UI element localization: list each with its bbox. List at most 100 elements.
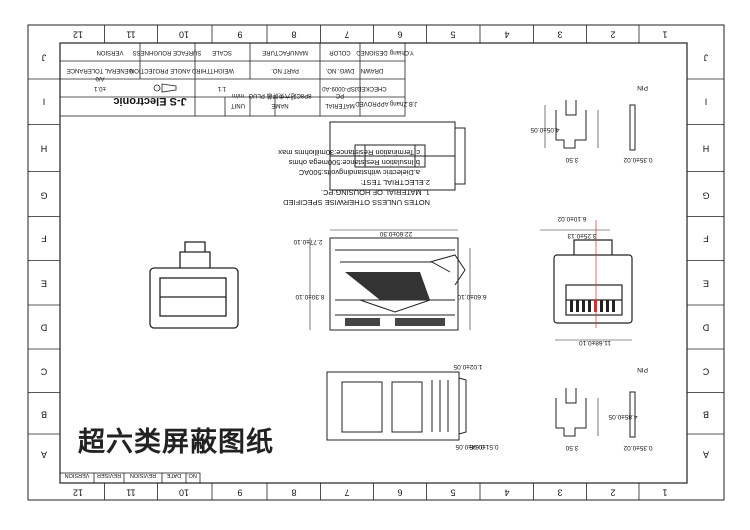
grid-row-label-left: B: [41, 410, 47, 420]
bottom-view: [326, 371, 467, 441]
tb-dwg-value: JSP-0009-A0: [321, 85, 357, 91]
side-view: [309, 229, 471, 331]
rev-reviser: REVISER: [97, 472, 121, 478]
drawing-caption: 超六类屏蔽图纸: [78, 427, 274, 458]
right-front-fins: [570, 300, 615, 312]
tb-tol-value: ±0.1: [94, 85, 106, 91]
grid-row-label-right: A: [703, 450, 709, 460]
tb-color: COLOR: [329, 49, 351, 55]
dim-pitch: 3.25±0.13: [567, 232, 596, 239]
grid-row-label-right: C: [702, 367, 709, 377]
front-view: [149, 241, 239, 329]
tb-drawn: DRAWN: [361, 67, 383, 73]
tb-company: J-S Electronic: [113, 95, 186, 107]
grid-col-label-top: 3: [557, 30, 562, 40]
tb-material: MATERIAL: [325, 102, 355, 108]
note-line: NOTES UNLESS OTHERWISE SPECIFIED: [282, 198, 430, 207]
top-view: [329, 121, 466, 191]
grid-col-label-top: 9: [237, 30, 242, 40]
tb-name-value: 8P8C超六类屏蔽 PLUG: [248, 92, 311, 100]
note-line: a.Dielectric withstandingvolts:500AC: [298, 168, 420, 177]
grid-col-label-bottom: 8: [291, 488, 296, 498]
grid-col-label-top: 4: [504, 30, 509, 40]
grid-col-label-bottom: 6: [397, 488, 402, 498]
grid-row-label-left: G: [40, 191, 47, 201]
rev-no: NO.: [187, 472, 197, 478]
grid-row-label-left: D: [40, 323, 47, 333]
tb-surface: SURFACE ROUGHNESS: [133, 49, 202, 55]
dim-pin-w2: 3.50: [565, 444, 578, 451]
tb-approved-by: J.B.Zhang: [390, 100, 417, 106]
tb-weight: WEIGHT: [210, 67, 234, 73]
rev-version: VERSION: [65, 472, 90, 478]
revision-table: [59, 472, 201, 484]
grid-row-label-left: H: [41, 144, 48, 154]
rev-date: DATE: [167, 472, 182, 478]
revision-labels: VERSION REVISER REVISION DATE NO.: [65, 472, 197, 478]
pin-detail-top: [544, 100, 636, 151]
grid-col-label-bottom: 4: [504, 488, 509, 498]
grid-row-label-right: D: [702, 323, 709, 333]
grid-row-label-right: J: [704, 53, 709, 63]
pin-label-2: PIN: [637, 366, 648, 373]
grid-row-label-left: J: [42, 53, 47, 63]
grid-col-label-bottom: 11: [126, 488, 135, 498]
dim-height: 8.30±0.10: [295, 293, 324, 300]
tb-designed: DESIGNED: [356, 49, 388, 55]
note-line: 2.ELECTRIAL TEST:: [361, 178, 430, 187]
grid-row-label-right: G: [702, 191, 709, 201]
grid-row-label-right: B: [703, 410, 709, 420]
grid-col-label-top: 7: [344, 30, 349, 40]
notes: NOTES UNLESS OTHERWISE SPECIFIED 1. MATE…: [278, 148, 430, 207]
dim-pin-w: 3.50: [565, 156, 578, 163]
dim-body-w: 11.68±0.10: [579, 339, 611, 346]
tb-version-value: A/0: [95, 75, 105, 81]
tb-version: VERSION: [96, 49, 123, 55]
side-view-fill: [345, 272, 445, 326]
dim-front-h: 6.60±0.10: [457, 293, 486, 300]
grid-row-label-right: I: [705, 97, 708, 107]
dim-pin-t2: 0.35±0.02: [623, 444, 652, 451]
grid-col-label-bottom: 2: [610, 488, 615, 498]
tb-projection: THIRD ANGLE PROJECTION: [130, 67, 210, 73]
grid-col-label-top: 8: [291, 30, 296, 40]
dim-bot-2: 0.51±0.05: [469, 443, 498, 450]
grid-row-label-left: E: [41, 279, 47, 289]
grid-col-label-top: 1: [662, 30, 667, 40]
grid-row-label-left: A: [41, 450, 47, 460]
pin-detail-bottom: [555, 388, 636, 438]
dimensions: 22.60±0.30 2.77±0.10 8.30±0.10 6.60±0.10…: [293, 84, 652, 451]
dim-pin-bot: 4.85±0.05: [608, 413, 637, 420]
tb-scale-value: 1:1: [217, 85, 226, 91]
title-block: [59, 42, 406, 117]
grid-col-label-bottom: 1: [662, 488, 667, 498]
tb-unit-value: m/m: [232, 92, 244, 98]
grid-col-label-top: 12: [73, 30, 83, 40]
tb-manufacture: MANUFACTURE: [262, 49, 308, 55]
tb-designed-by: Y.Chiang: [390, 49, 414, 55]
grid-row-label-left: C: [40, 367, 47, 377]
grid-col-label-bottom: 9: [237, 488, 242, 498]
tb-unit: UNIT: [231, 102, 245, 108]
dim-pin-t: 0.35±0.02: [623, 156, 652, 163]
pin-label: PIN: [637, 84, 648, 91]
rev-revision: REVISION: [130, 472, 156, 478]
grid-col-label-bottom: 12: [73, 488, 83, 498]
grid-col-label-top: 10: [179, 30, 189, 40]
dim-bot-3: 0.64±0.05: [455, 443, 484, 450]
note-line: 1. MATERIAL OF HOUSING:PC.: [321, 188, 430, 197]
grid-col-label-top: 2: [610, 30, 615, 40]
dim-length: 22.60±0.30: [379, 230, 412, 237]
inner-frame: [59, 42, 688, 484]
note-line: b.Insulation Resistance:500mega ohms: [288, 158, 420, 167]
projection-symbol: [153, 83, 177, 93]
grid-row-label-right: F: [703, 234, 709, 244]
tb-approved: APPROVED: [355, 100, 389, 106]
grid-col-label-top: 6: [397, 30, 402, 40]
tb-part-no: PART NO.: [271, 67, 299, 73]
note-line: c.Termination Resistance:30milliohms max: [278, 148, 420, 157]
grid-col-label-top: 5: [450, 30, 455, 40]
tb-dwg-no: DWG. NO.: [325, 67, 354, 73]
